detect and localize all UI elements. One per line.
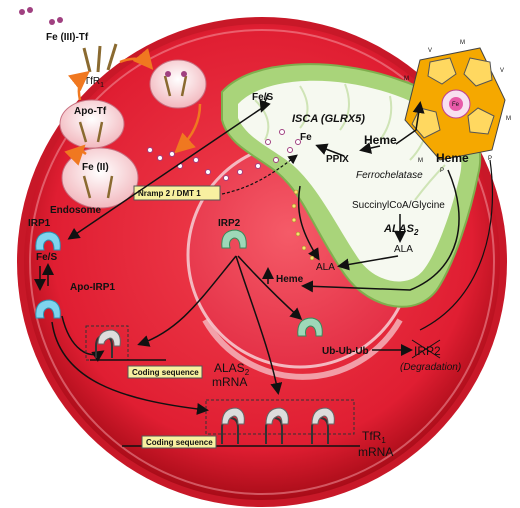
- tfr1-label: TfR1: [84, 76, 104, 89]
- succinylcoa-label: SuccinylCoA/Glycine: [352, 200, 445, 211]
- nramp-dmt1-label: Nramp 2 / DMT 1: [138, 189, 201, 198]
- iron-transport-arrow: [221, 154, 298, 195]
- porphyrin-m-label: M: [506, 116, 511, 122]
- ferrochelatase-label: Ferrochelatase: [356, 170, 423, 181]
- irp2-label: IRP2: [218, 218, 241, 229]
- porphyrin-v-label: V: [428, 48, 432, 54]
- degradation-label: (Degradation): [400, 362, 461, 373]
- heme-porphyrin-label: Heme: [436, 151, 469, 165]
- coding-sequence-label: Coding sequence: [132, 368, 199, 377]
- ala-cyto-label: ALA: [316, 262, 335, 273]
- irp1-protein: [35, 231, 61, 251]
- porphyrin-m-label: M: [460, 40, 465, 46]
- apo-irp1-label: Apo-IRP1: [70, 282, 115, 293]
- porphyrin-p-label: P: [488, 156, 492, 162]
- alas2-mrna-label: ALAS2: [214, 361, 250, 377]
- endocytic-vesicle: [149, 59, 207, 109]
- irp-bound: [97, 329, 121, 347]
- heme-molecule: Fe V V M M M M P P: [404, 40, 511, 174]
- coding-sequence-box: [141, 435, 217, 449]
- apo-tf-label: Apo-Tf: [74, 106, 107, 117]
- fe-mito-label: Fe: [300, 132, 312, 143]
- apo-irp1-protein: [35, 299, 61, 319]
- iron-flux-dots: [147, 129, 301, 181]
- tfr1-mrna-label: TfR1: [362, 429, 386, 445]
- fe-iii-tf-molecules: [19, 7, 63, 25]
- irp-bound: [221, 407, 335, 425]
- degradation-cross: [411, 339, 441, 359]
- irp1-label: IRP1: [28, 218, 51, 229]
- porphyrin-fe-label: Fe: [452, 102, 460, 108]
- nucleus-rim: [202, 318, 403, 380]
- irp2-ub-protein: [297, 317, 323, 337]
- porphyrin-m-label: M: [418, 158, 423, 164]
- tfr1-receptor: [82, 43, 118, 73]
- porphyrin-m-label: M: [404, 76, 409, 82]
- coding-sequence-box: [127, 365, 203, 379]
- cell-highlight: [29, 29, 495, 495]
- nramp-dmt1-box: [133, 185, 221, 201]
- isca-label: ISCA (GLRX5): [292, 113, 365, 125]
- tfr1-ire-box: [205, 399, 355, 435]
- ala-transport-dots: [291, 189, 315, 261]
- coding-sequence-label: Coding sequence: [146, 438, 213, 447]
- ub-label: Ub-Ub-Ub: [322, 346, 369, 357]
- fe-ii-label: Fe (II): [82, 162, 109, 173]
- irp2-protein: [221, 229, 247, 249]
- alas2-enzyme-label: ALAS2: [383, 223, 419, 237]
- heme-mito-label: Heme: [364, 133, 397, 147]
- fes-mito-label: Fe/S: [252, 92, 273, 103]
- ppix-label: PPIX: [326, 154, 349, 165]
- apo-tf-vesicle: [59, 99, 125, 149]
- fes-irp1-label: Fe/S: [36, 252, 57, 263]
- endosome-label: Endosome: [50, 205, 102, 216]
- alas2-mrna-suffix: mRNA: [212, 375, 247, 389]
- ala-mito-label: ALA: [394, 244, 413, 255]
- porphyrin-v-label: V: [500, 68, 504, 74]
- porphyrin-p-label: P: [440, 168, 444, 174]
- heme-cyto-label: Heme: [276, 274, 304, 285]
- tfr1-mrna-suffix: mRNA: [358, 445, 393, 459]
- fe-iii-tf-label: Fe (III)-Tf: [46, 32, 89, 43]
